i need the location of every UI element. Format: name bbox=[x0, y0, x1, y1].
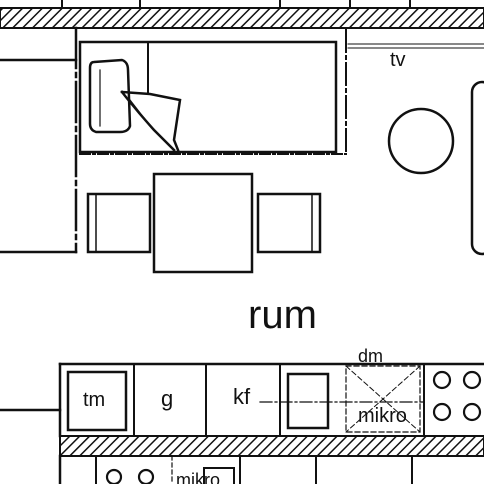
kitchen-counter bbox=[0, 362, 484, 438]
microwave-label-lower: mikro bbox=[176, 470, 220, 484]
pillow bbox=[88, 58, 132, 134]
dishwasher-box bbox=[345, 365, 421, 433]
stove bbox=[432, 370, 482, 422]
right-sofa bbox=[470, 80, 484, 256]
top-wall bbox=[0, 0, 484, 29]
dishwasher-label: dm bbox=[358, 346, 383, 366]
tv-label: tv bbox=[390, 49, 406, 71]
dining-table bbox=[152, 172, 254, 274]
sink-box bbox=[286, 372, 330, 430]
fridge-label: kf bbox=[233, 384, 251, 409]
freezer-label: tm bbox=[83, 389, 105, 411]
microwave-label-upper: mikro bbox=[358, 405, 407, 427]
freezer-box bbox=[66, 370, 128, 432]
chair-left bbox=[86, 192, 152, 254]
folded-blanket bbox=[120, 90, 182, 152]
lower-wall bbox=[59, 435, 484, 457]
left-partition bbox=[0, 26, 78, 254]
lower-kitchen bbox=[58, 454, 413, 484]
wall-detail-line bbox=[347, 43, 484, 49]
g-label: g bbox=[161, 386, 173, 411]
chair-right bbox=[256, 192, 322, 254]
round-table bbox=[387, 107, 455, 175]
bed bbox=[78, 29, 347, 155]
room-label: rum bbox=[248, 293, 317, 337]
